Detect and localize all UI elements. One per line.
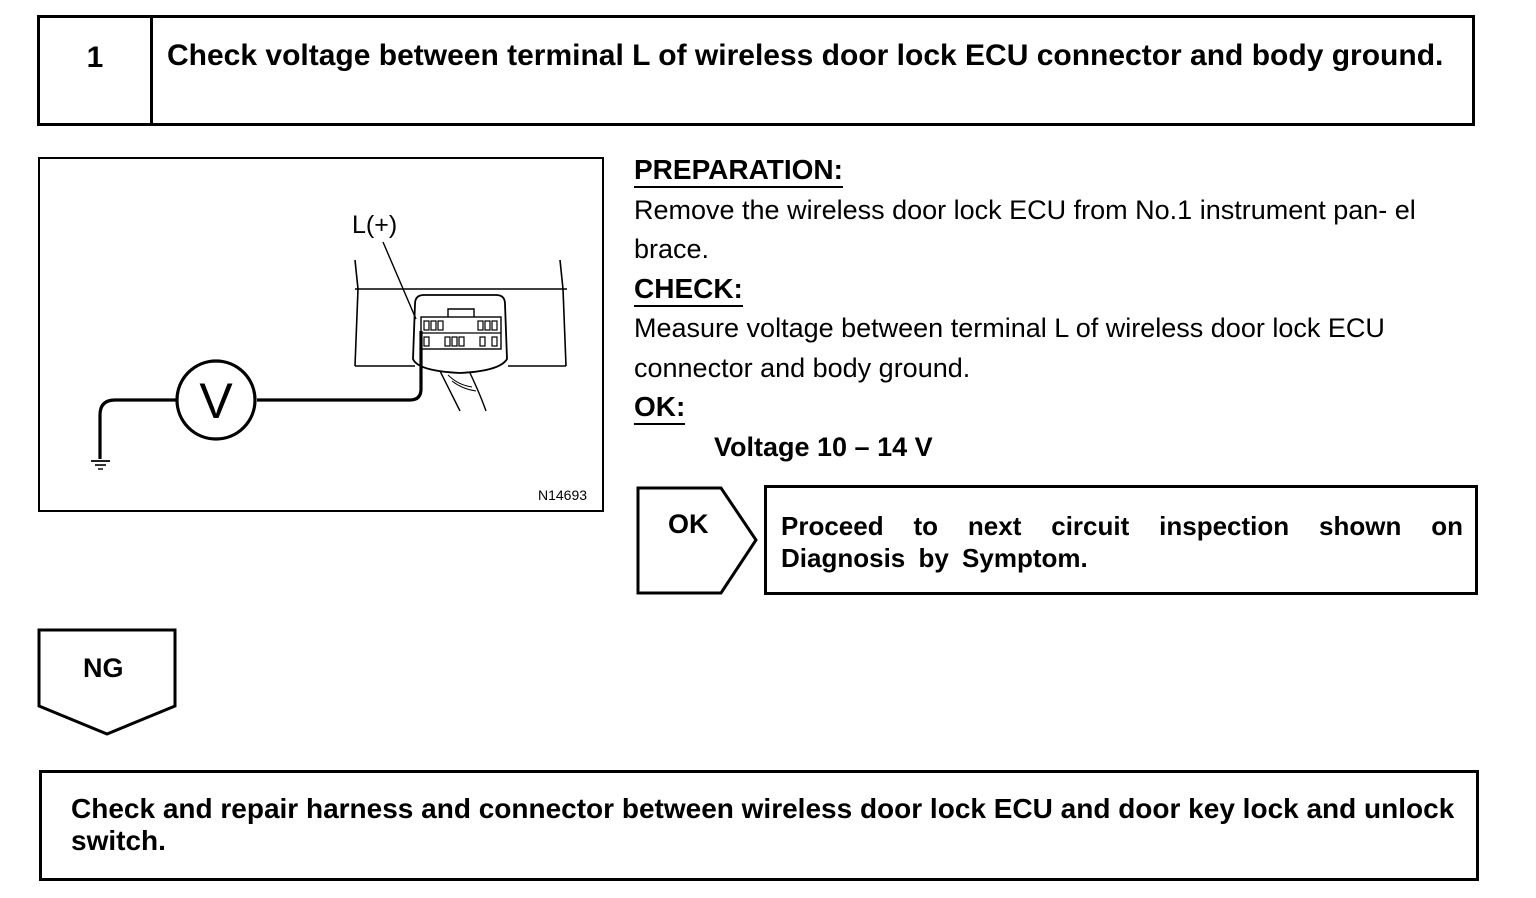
terminal-label: L(+)	[352, 211, 397, 239]
ok-heading: OK:	[634, 390, 686, 425]
repair-action-box: Check and repair harness and connector b…	[39, 770, 1479, 881]
voltmeter-icon	[175, 359, 257, 441]
ok-result-text: Proceed to next circuit inspection shown…	[781, 511, 1463, 573]
ok-result-box: Proceed to next circuit inspection shown…	[764, 485, 1478, 595]
preparation-text: Remove the wireless door lock ECU from N…	[634, 194, 1416, 265]
preparation-heading: PREPARATION:	[634, 153, 843, 188]
voltmeter-connector-diagram: L(+) V N14693	[91, 211, 587, 503]
step-header: 1 Check voltage between terminal L of wi…	[37, 15, 1475, 126]
figure-id: N14693	[538, 487, 587, 503]
repair-action-text: Check and repair harness and connector b…	[71, 793, 1455, 856]
step-number: 1	[40, 18, 153, 123]
voltmeter-symbol: V	[199, 373, 233, 429]
ok-label: OK	[668, 509, 709, 539]
wiring-illustration: L(+) V N14693	[38, 157, 604, 512]
procedure-section: PREPARATION: Remove the wireless door lo…	[634, 151, 1479, 467]
check-text: Measure voltage between terminal L of wi…	[634, 313, 1385, 383]
ng-arrow-icon	[37, 628, 177, 736]
ng-label: NG	[83, 653, 124, 683]
voltage-spec: Voltage 10 – 14 V	[714, 431, 933, 462]
check-heading: CHECK:	[634, 272, 743, 307]
step-title: Check voltage between terminal L of wire…	[167, 39, 1444, 72]
ok-arrow-icon	[636, 486, 758, 595]
